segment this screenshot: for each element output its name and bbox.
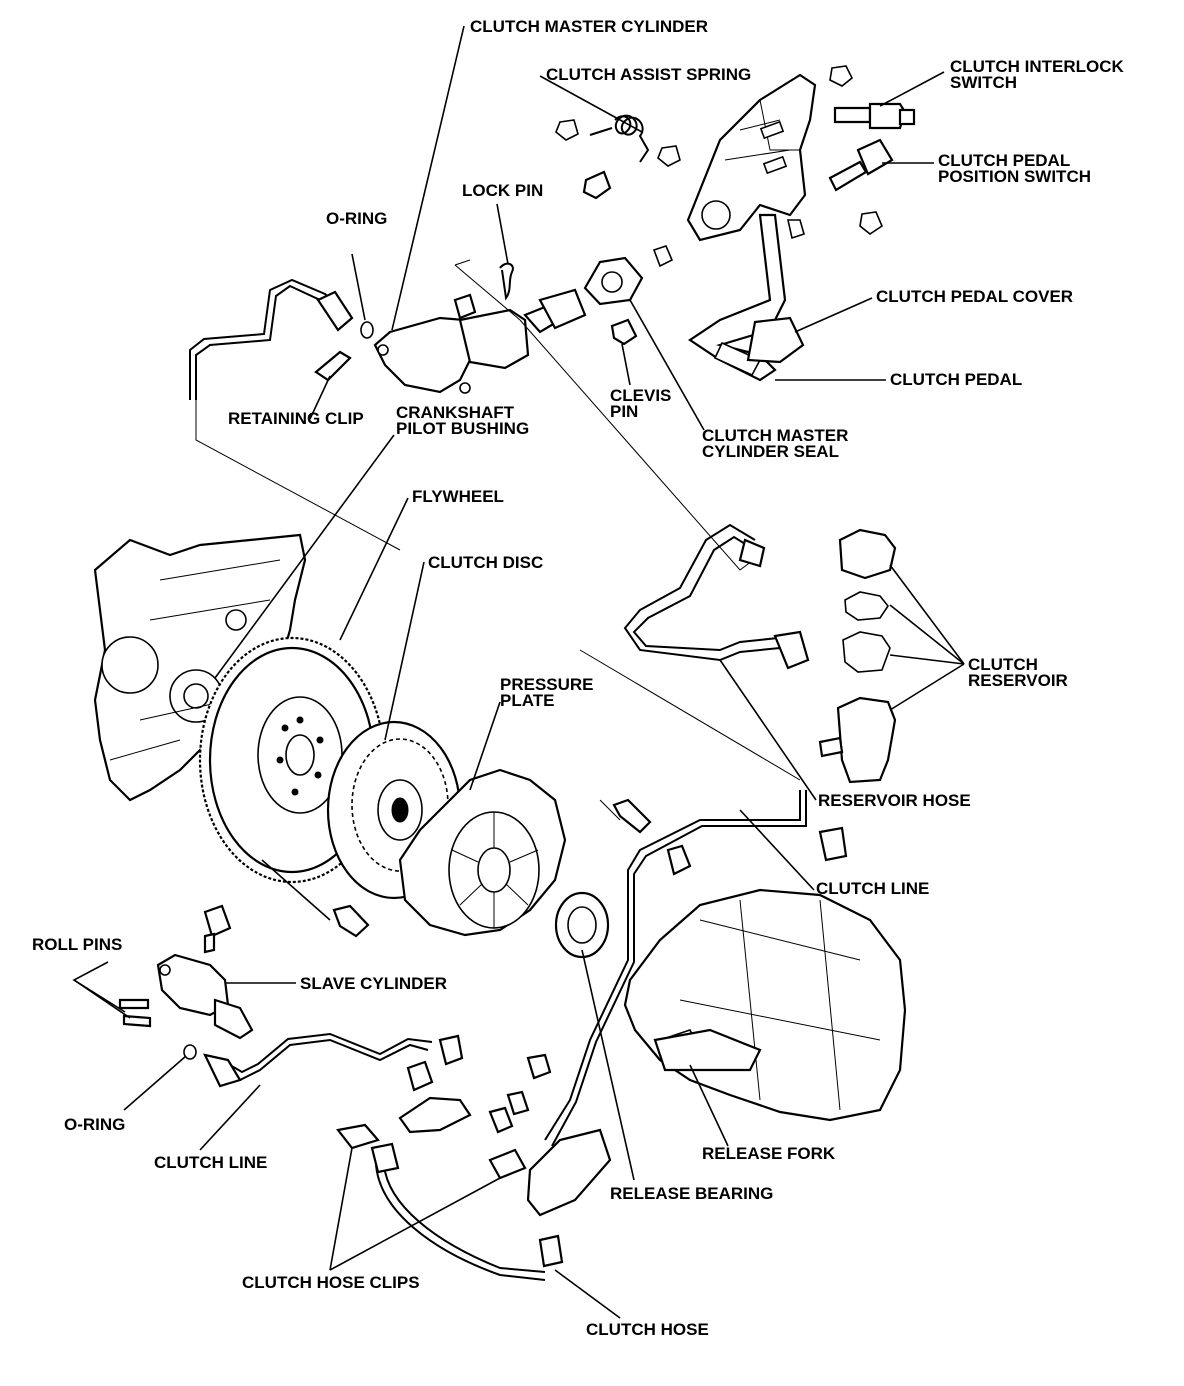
- release-bearing: [554, 891, 610, 959]
- clutch-pedal: [688, 213, 787, 382]
- label-o-ring-top: O-RING: [326, 209, 387, 228]
- guide-lines: [195, 259, 801, 821]
- label-clutch-master-cylinder-seal-line1: CLUTCH MASTER: [702, 426, 848, 445]
- label-flywheel: FLYWHEEL: [412, 487, 504, 506]
- label-clutch-pedal-position-switch-line1: CLUTCH PEDAL: [938, 151, 1070, 170]
- label-clutch-line-right: CLUTCH LINE: [816, 879, 929, 898]
- leader-lines: [72, 25, 965, 1319]
- pedal-nuts: [787, 65, 883, 240]
- label-pressure-plate-line2: PLATE: [500, 691, 554, 710]
- label-clutch-line-left: CLUTCH LINE: [154, 1153, 267, 1172]
- retaining-clip: [314, 350, 352, 382]
- label-clutch-master-cylinder: CLUTCH MASTER CYLINDER: [470, 17, 708, 36]
- clutch-hose-clips: [336, 1123, 527, 1180]
- o-ring-top: [360, 321, 374, 339]
- label-clutch-pedal: CLUTCH PEDAL: [890, 370, 1022, 389]
- clutch-master-cylinder-seal: [583, 245, 674, 306]
- label-slave-cylinder: SLAVE CYLINDER: [300, 974, 447, 993]
- label-release-bearing: RELEASE BEARING: [610, 1184, 773, 1203]
- label-clutch-hose: CLUTCH HOSE: [586, 1320, 709, 1339]
- pressure-plate: [398, 768, 567, 937]
- label-clevis-pin-line2: PIN: [610, 402, 638, 421]
- clevis-pin: [610, 318, 638, 346]
- clutch-assist-spring: [555, 114, 681, 200]
- label-clutch-interlock-switch-line2: SWITCH: [950, 73, 1017, 92]
- lock-pin: [499, 262, 514, 301]
- label-clutch-hose-clips: CLUTCH HOSE CLIPS: [242, 1273, 420, 1292]
- reservoir-hose: [623, 523, 810, 670]
- o-ring-bottom: [183, 1044, 197, 1060]
- label-clutch-interlock-switch-line1: CLUTCH INTERLOCK: [950, 57, 1124, 76]
- labels: CLUTCH MASTER CYLINDER CLUTCH ASSIST SPR…: [32, 17, 1124, 1339]
- label-clutch-disc: CLUTCH DISC: [428, 553, 543, 572]
- label-lock-pin: LOCK PIN: [462, 181, 543, 200]
- label-release-fork: RELEASE FORK: [702, 1144, 836, 1163]
- label-reservoir-hose: RESERVOIR HOSE: [818, 791, 971, 810]
- clutch-line-right: [544, 790, 848, 1147]
- label-pressure-plate-line1: PRESSURE: [500, 675, 594, 694]
- label-o-ring-bottom: O-RING: [64, 1115, 125, 1134]
- label-retaining-clip: RETAINING CLIP: [228, 409, 364, 428]
- clutch-reservoir: [818, 528, 897, 784]
- label-clutch-assist-spring: CLUTCH ASSIST SPRING: [546, 65, 751, 84]
- label-clutch-master-cylinder-seal-line2: CYLINDER SEAL: [702, 442, 839, 461]
- label-clutch-pedal-position-switch-line2: POSITION SWITCH: [938, 167, 1091, 186]
- roll-pins: [118, 998, 152, 1028]
- label-crankshaft-pilot-bushing-line2: PILOT BUSHING: [396, 419, 529, 438]
- label-roll-pins: ROLL PINS: [32, 935, 122, 954]
- clutch-hose: [370, 1142, 564, 1281]
- clutch-interlock-switch: [833, 102, 916, 130]
- clutch-line-left: [203, 1032, 434, 1092]
- label-clutch-reservoir-line2: RESERVOIR: [968, 671, 1068, 690]
- engine-block: [93, 533, 307, 802]
- reservoir-feed-line: [189, 278, 354, 400]
- clutch-pedal-cover: [746, 316, 805, 364]
- transmission: [623, 888, 907, 1122]
- label-clevis-pin-line1: CLEVIS: [610, 386, 671, 405]
- clutch-master-cylinder: [373, 288, 587, 394]
- hose-bracket: [398, 1034, 612, 1217]
- clutch-pedal-position-switch: [828, 138, 894, 192]
- slave-cylinder: [156, 904, 254, 1040]
- clutch-pedal-bracket: [686, 73, 817, 242]
- release-fork: [653, 1028, 762, 1072]
- label-clutch-reservoir-line1: CLUTCH: [968, 655, 1038, 674]
- label-clutch-pedal-cover: CLUTCH PEDAL COVER: [876, 287, 1073, 306]
- pressure-plate-bolts: [332, 798, 652, 938]
- label-crankshaft-pilot-bushing-line1: CRANKSHAFT: [396, 403, 515, 422]
